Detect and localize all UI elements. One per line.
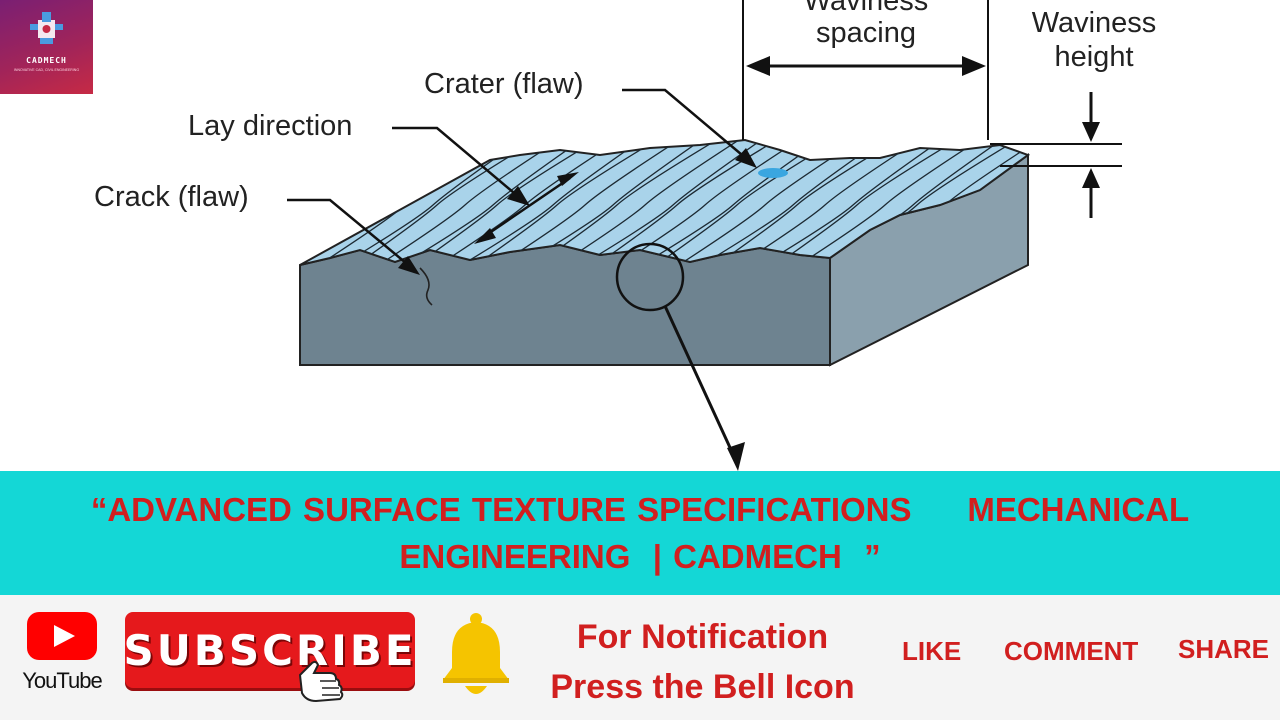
crack-leader <box>287 198 413 269</box>
banner-title-line-1: “ADVANCED SURFACE TEXTURE SPECIFICATIONS… <box>90 491 1190 528</box>
lay-direction-arrowhead-b <box>557 172 579 186</box>
waviness-height-label-1: Waviness <box>1032 7 1157 39</box>
lay-line <box>539 140 791 265</box>
lay-line <box>1019 140 1028 265</box>
lay-line <box>1060 120 1280 290</box>
lay-line <box>399 140 651 265</box>
lay-leader-arrow <box>507 186 530 206</box>
crack-leader-arrow <box>398 256 420 275</box>
engine-piston-icon <box>30 12 63 44</box>
youtube-label: YouTube <box>22 668 102 693</box>
comment-button[interactable]: COMMENT <box>1004 636 1139 666</box>
lay-line <box>439 140 691 265</box>
lay-line <box>739 140 991 265</box>
notification-prompt: For Notification Press the Bell Icon <box>520 612 885 712</box>
lay-line <box>759 140 1011 265</box>
lay-direction-arrowhead-a <box>474 228 496 244</box>
lay-line <box>1040 120 1280 290</box>
lay-line <box>1080 120 1280 290</box>
lay-line <box>339 140 591 265</box>
subscribe-label: SUBSCRIBE <box>123 625 417 675</box>
magnifier-arrowhead <box>727 442 745 471</box>
notification-line-1: For Notification <box>576 618 829 656</box>
lay-line <box>999 140 1028 265</box>
share-button[interactable]: SHARE <box>1178 634 1270 664</box>
magnifier-circle <box>615 242 685 312</box>
waviness-spacing-arrow-right <box>962 56 986 76</box>
surface-texture-diagram: Waviness spacing Waviness height Crater … <box>94 0 1280 471</box>
waviness-height-arrow-top <box>1082 122 1100 142</box>
pointer-hand-icon <box>298 660 344 703</box>
waviness-height-arrow-bottom <box>1082 168 1100 188</box>
block-front-face <box>299 243 831 366</box>
logo-name: CADMECH <box>26 56 67 65</box>
waviness-spacing-label-1: Waviness <box>804 0 929 17</box>
lay-line <box>419 140 671 265</box>
crater-flaw-mark <box>758 168 788 178</box>
crater-label: Crater (flaw) <box>424 68 584 100</box>
title-banner: “ADVANCED SURFACE TEXTURE SPECIFICATIONS… <box>0 471 1280 595</box>
lay-line <box>599 140 851 265</box>
youtube-icon[interactable] <box>27 612 97 660</box>
lay-direction-arrow <box>481 176 571 240</box>
waviness-height-label-2: height <box>1054 41 1133 73</box>
waviness-spacing-label-2: spacing <box>816 17 916 49</box>
waviness-spacing-arrow-left <box>746 56 770 76</box>
cadmech-logo: CADMECH INNOVATIVE CAD, CIVIL ENGINEERIN… <box>0 0 93 94</box>
bell-icon[interactable] <box>438 612 514 700</box>
banner-title: “ADVANCED SURFACE TEXTURE SPECIFICATIONS… <box>40 486 1240 580</box>
lay-direction-label: Lay direction <box>188 110 352 142</box>
banner-title-line-2: ENGINEERING | CADMECH ” <box>399 538 881 575</box>
crater-leader <box>622 88 749 161</box>
lay-leader <box>392 126 521 199</box>
crater-leader-arrow <box>735 148 757 168</box>
crack-label: Crack (flaw) <box>94 181 249 213</box>
notification-line-2: Press the Bell Icon <box>550 668 855 706</box>
like-button[interactable]: LIKE <box>902 636 962 666</box>
subscribe-button[interactable]: SUBSCRIBE <box>123 612 417 688</box>
magnifier-leader <box>663 305 740 466</box>
logo-tagline: INNOVATIVE CAD, CIVIL ENGINEERING <box>13 68 80 72</box>
crack-flaw-mark <box>419 267 433 306</box>
